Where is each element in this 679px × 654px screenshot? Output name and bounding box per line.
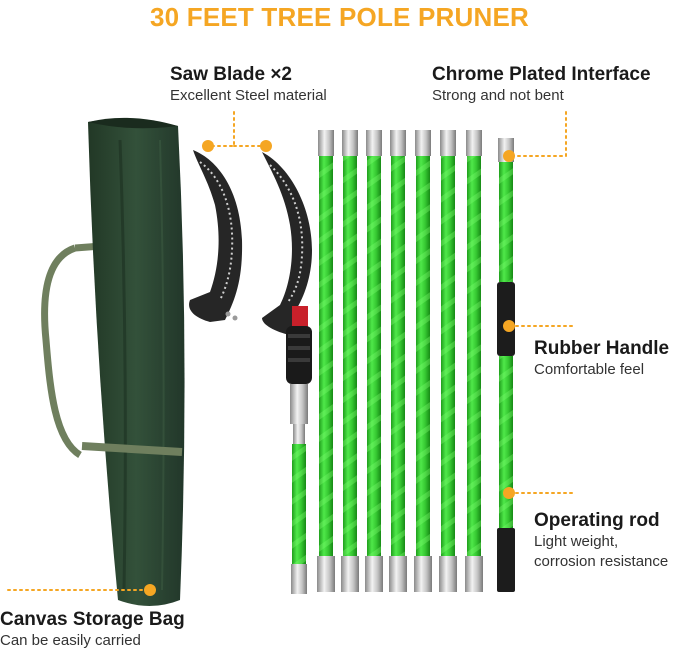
rubber-handle xyxy=(497,282,515,356)
pole-3 xyxy=(341,130,359,592)
pole-sections xyxy=(291,130,515,594)
callout-bag: Canvas Storage Bag Can be easily carried xyxy=(0,609,185,651)
bag-subtitle: Can be easily carried xyxy=(0,632,141,649)
pole-7 xyxy=(439,130,457,592)
canvas-bag xyxy=(41,117,185,607)
saw-blade-2 xyxy=(262,152,312,444)
callout-handle: Rubber Handle Comfortable feel xyxy=(534,338,669,380)
pole-4 xyxy=(365,130,383,592)
blade-red-label xyxy=(292,306,308,328)
callout-lines xyxy=(7,111,577,591)
saw-blade-heading: Saw Blade ×2 xyxy=(170,64,292,85)
bag-heading: Canvas Storage Bag xyxy=(0,609,185,630)
page-title: 30 FEET TREE POLE PRUNER xyxy=(150,2,529,32)
pole-1 xyxy=(291,444,307,594)
bag-strap xyxy=(41,244,83,458)
saw-handle-grip xyxy=(286,326,312,384)
operating-rod xyxy=(497,138,515,592)
pole-2 xyxy=(317,130,335,592)
handle-heading: Rubber Handle xyxy=(534,338,670,359)
callout-dots xyxy=(144,140,515,596)
callout-interface: Chrome Plated Interface Strong and not b… xyxy=(432,64,651,106)
rod-end-grip xyxy=(497,528,515,592)
callout-saw-blade: Saw Blade ×2 Excellent Steel material xyxy=(170,64,327,106)
saw-blade-1 xyxy=(189,150,243,322)
rod-subtitle-line2: corrosion resistance xyxy=(534,553,669,570)
pole-5 xyxy=(389,130,407,592)
interface-heading: Chrome Plated Interface xyxy=(432,64,651,85)
pole-6 xyxy=(414,130,432,592)
interface-subtitle: Strong and not bent xyxy=(432,87,564,104)
pole-8 xyxy=(465,130,483,592)
saw-blade-subtitle: Excellent Steel material xyxy=(170,87,327,104)
handle-subtitle: Comfortable feel xyxy=(534,361,645,378)
bag-body xyxy=(88,119,185,607)
rod-heading: Operating rod xyxy=(534,510,660,531)
callout-rod: Operating rod Light weight, corrosion re… xyxy=(534,510,668,572)
rod-subtitle-line1: Light weight, xyxy=(534,533,619,550)
